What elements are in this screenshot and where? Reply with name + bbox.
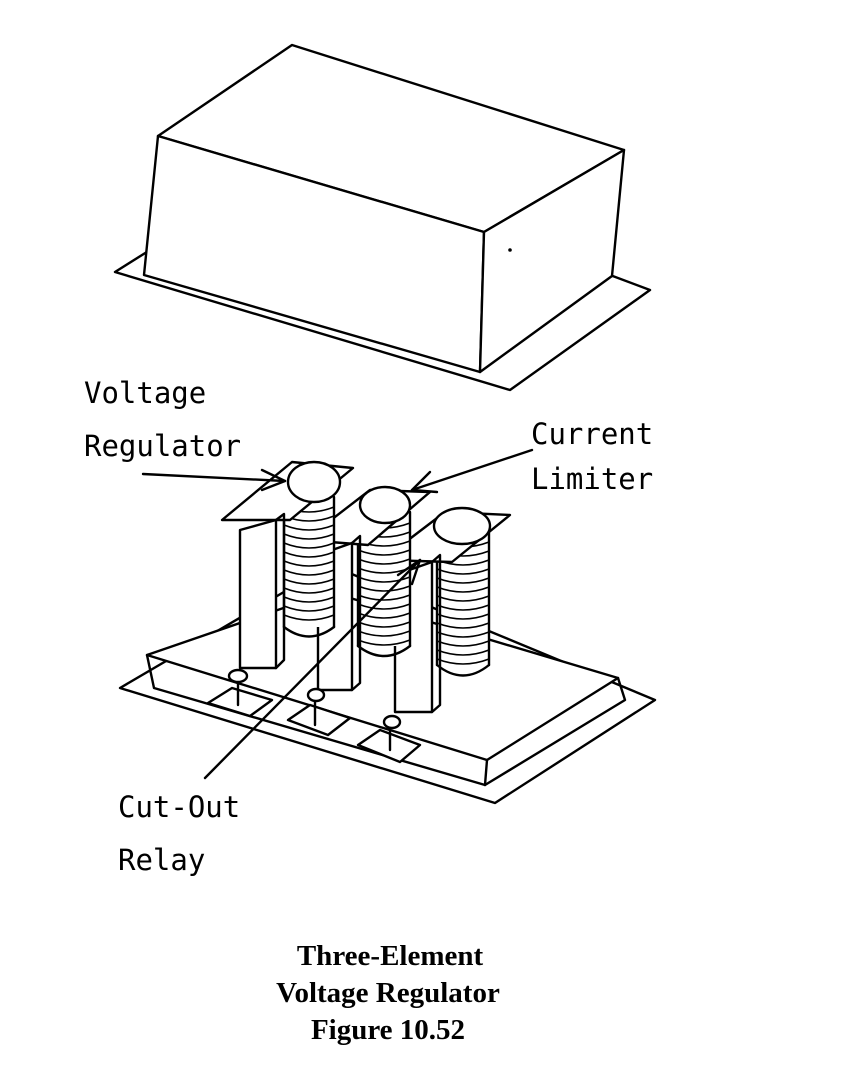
- label-cut-out: Cut-Out: [118, 790, 240, 824]
- caption-line-3: Figure 10.52: [311, 1014, 465, 1046]
- label-relay: Relay: [118, 843, 205, 877]
- caption-line-1: Three-Element: [297, 940, 484, 972]
- label-regulator: Regulator: [84, 429, 241, 463]
- label-current: Current: [531, 417, 653, 451]
- label-voltage-regulator: Voltage Regulator: [84, 376, 241, 463]
- label-current-limiter: Current Limiter: [531, 417, 653, 496]
- label-cut-out-relay: Cut-Out Relay: [118, 790, 240, 877]
- element-voltage-regulator: [206, 460, 355, 718]
- caption-line-2: Voltage Regulator: [276, 977, 500, 1009]
- label-voltage: Voltage: [84, 376, 206, 410]
- regulator-cover: [113, 43, 652, 392]
- label-limiter: Limiter: [531, 462, 653, 496]
- leader-lines: [141, 448, 534, 780]
- figure-caption: Three-Element Voltage Regulator Figure 1…: [276, 940, 500, 1046]
